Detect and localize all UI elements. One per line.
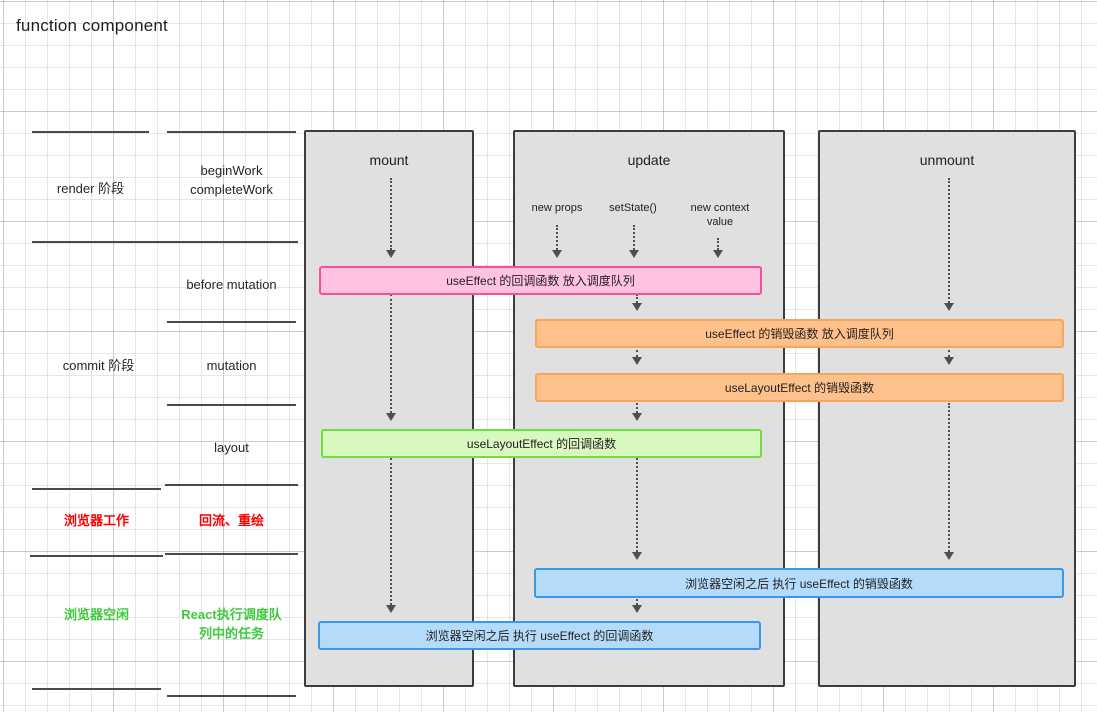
phase-separator-line [32, 688, 161, 690]
phase-label-commit: commit 阶段 [62, 358, 135, 373]
step-separator-line [167, 404, 296, 406]
trigger-label-setstate: setState() [609, 202, 657, 214]
flow-arrow-line [633, 225, 635, 250]
flow-arrow-line [636, 350, 638, 357]
page-title: function component [16, 16, 168, 35]
flow-arrow-line [948, 403, 950, 552]
step-separator-line [165, 241, 298, 243]
flow-arrow-head [944, 552, 954, 560]
flow-arrow-head [552, 250, 562, 258]
flow-arrow-line [948, 178, 950, 303]
phase-separator-line [32, 131, 149, 133]
flow-arrow-head [632, 357, 642, 365]
flow-arrow-head [629, 250, 639, 258]
flow-arrow-line [556, 225, 558, 250]
phase-label-render: render 阶段 [56, 181, 125, 196]
flow-arrow-head [386, 250, 396, 258]
flow-arrow-head [713, 250, 723, 258]
flow-arrow-head [632, 605, 642, 613]
flow-arrow-head [632, 552, 642, 560]
step-separator-line [165, 553, 298, 555]
trigger-label-new-context-value: new context value [690, 202, 750, 228]
action-box-idle-effect-destroy[interactable]: 浏览器空闲之后 执行 useEffect 的销毁函数 [534, 568, 1064, 598]
step-separator-line [165, 484, 298, 486]
flow-arrow-head [632, 413, 642, 421]
step-label-react-scheduled-tasks: React执行调度队 列中的任务 [181, 607, 282, 641]
step-label-mutation: mutation [206, 358, 257, 373]
flow-arrow-line [636, 294, 638, 303]
step-label-layout: layout [214, 440, 249, 455]
step-separator-line [167, 321, 296, 323]
step-label-reflow-repaint: 回流、重绘 [198, 513, 264, 528]
column-mount: mount [304, 130, 474, 687]
action-box-effect-destroy-queue[interactable]: useEffect 的销毁函数 放入调度队列 [535, 319, 1064, 348]
step-separator-line [167, 695, 296, 697]
column-title-update: update [627, 152, 671, 168]
phase-label-browser-work: 浏览器工作 [63, 513, 129, 528]
flow-arrow-line [717, 238, 719, 250]
flow-arrow-line [390, 178, 392, 250]
step-separator-line [167, 131, 296, 133]
column-title-mount: mount [369, 152, 409, 168]
phase-separator-line [32, 241, 165, 243]
flow-arrow-head [386, 605, 396, 613]
flow-arrow-head [632, 303, 642, 311]
action-box-effect-create-queue[interactable]: useEffect 的回调函数 放入调度队列 [319, 266, 762, 295]
trigger-label-new-props: new props [531, 202, 583, 214]
phase-separator-line [32, 488, 161, 490]
column-title-unmount: unmount [919, 152, 975, 168]
flow-arrow-line [948, 350, 950, 357]
flow-arrow-line [390, 294, 392, 413]
phase-label-browser-idle: 浏览器空闲 [63, 607, 129, 622]
flow-arrow-line [636, 458, 638, 552]
action-box-layouteffect-create[interactable]: useLayoutEffect 的回调函数 [321, 429, 762, 458]
step-label-before-mutation: before mutation [186, 277, 277, 292]
column-unmount: unmount [818, 130, 1076, 687]
flow-arrow-head [944, 303, 954, 311]
action-box-idle-effect-create[interactable]: 浏览器空闲之后 执行 useEffect 的回调函数 [318, 621, 761, 650]
action-box-layouteffect-destroy[interactable]: useLayoutEffect 的销毁函数 [535, 373, 1064, 402]
flow-arrow-line [390, 458, 392, 605]
flow-arrow-head [944, 357, 954, 365]
phase-separator-line [30, 555, 163, 557]
flow-arrow-line [636, 599, 638, 605]
flow-arrow-line [636, 403, 638, 413]
step-label-beginwork-completework: beginWork completeWork [190, 163, 273, 197]
flow-arrow-head [386, 413, 396, 421]
